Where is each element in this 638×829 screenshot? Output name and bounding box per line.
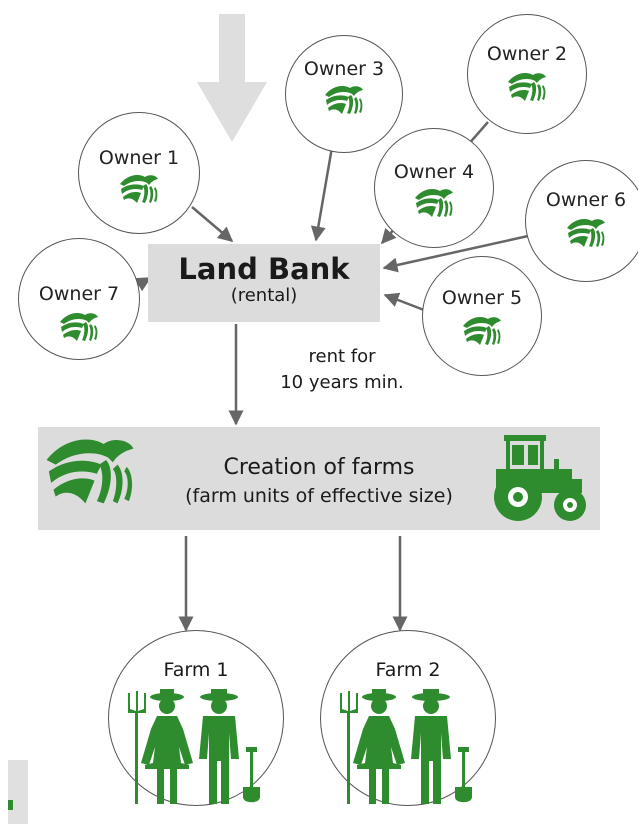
field-icon [506, 71, 548, 107]
field-icon [118, 173, 160, 209]
owner-5-node: Owner 5 [422, 256, 542, 376]
farm-1-label: Farm 1 [163, 659, 229, 681]
rent-note: rent for 10 years min. [252, 344, 432, 396]
creation-subtitle: (farm units of effective size) [185, 485, 453, 507]
creation-of-farms-box: Creation of farms (farm units of effecti… [38, 427, 600, 530]
tractor-icon [490, 433, 590, 523]
owner-6-label: Owner 6 [545, 189, 627, 211]
farmer-couple-icon [339, 689, 479, 804]
owner-7-node: Owner 7 [18, 238, 140, 360]
owner-3-node: Owner 3 [285, 35, 403, 153]
land-bank-title: Land Bank [178, 252, 350, 286]
rent-note-line2: 10 years min. [280, 372, 404, 393]
owner-1-node: Owner 1 [78, 112, 200, 234]
field-icon [461, 315, 503, 351]
field-icon [413, 187, 455, 223]
arrow-owner5 [383, 292, 425, 312]
land-bank-subtitle: (rental) [230, 285, 298, 306]
creation-title: Creation of farms [223, 455, 415, 480]
owner-1-label: Owner 1 [98, 147, 180, 169]
field-icon [42, 433, 138, 519]
arrow-owner6 [382, 234, 529, 273]
cropped-panel-fragment [8, 760, 28, 824]
farm-2-node: Farm 2 [320, 630, 496, 806]
cropped-icon-fragment [8, 800, 13, 810]
owner-2-node: Owner 2 [467, 14, 587, 134]
field-icon [323, 84, 365, 120]
owner-2-label: Owner 2 [486, 43, 568, 65]
owner-6-node: Owner 6 [525, 160, 638, 282]
field-icon [58, 311, 100, 347]
land-bank-box: Land Bank (rental) [148, 244, 380, 322]
owner-3-label: Owner 3 [303, 58, 385, 80]
owner-7-label: Owner 7 [38, 283, 120, 305]
field-icon [565, 217, 607, 253]
arrow-owner1 [191, 206, 234, 242]
farmer-couple-icon [127, 689, 267, 804]
owner-4-node: Owner 4 [374, 128, 494, 248]
farm-1-node: Farm 1 [108, 630, 284, 806]
big-down-arrow [197, 14, 267, 142]
rent-note-line1: rent for [308, 346, 376, 367]
owner-4-label: Owner 4 [393, 161, 475, 183]
farm-2-label: Farm 2 [375, 659, 441, 681]
owner-5-label: Owner 5 [441, 287, 523, 309]
